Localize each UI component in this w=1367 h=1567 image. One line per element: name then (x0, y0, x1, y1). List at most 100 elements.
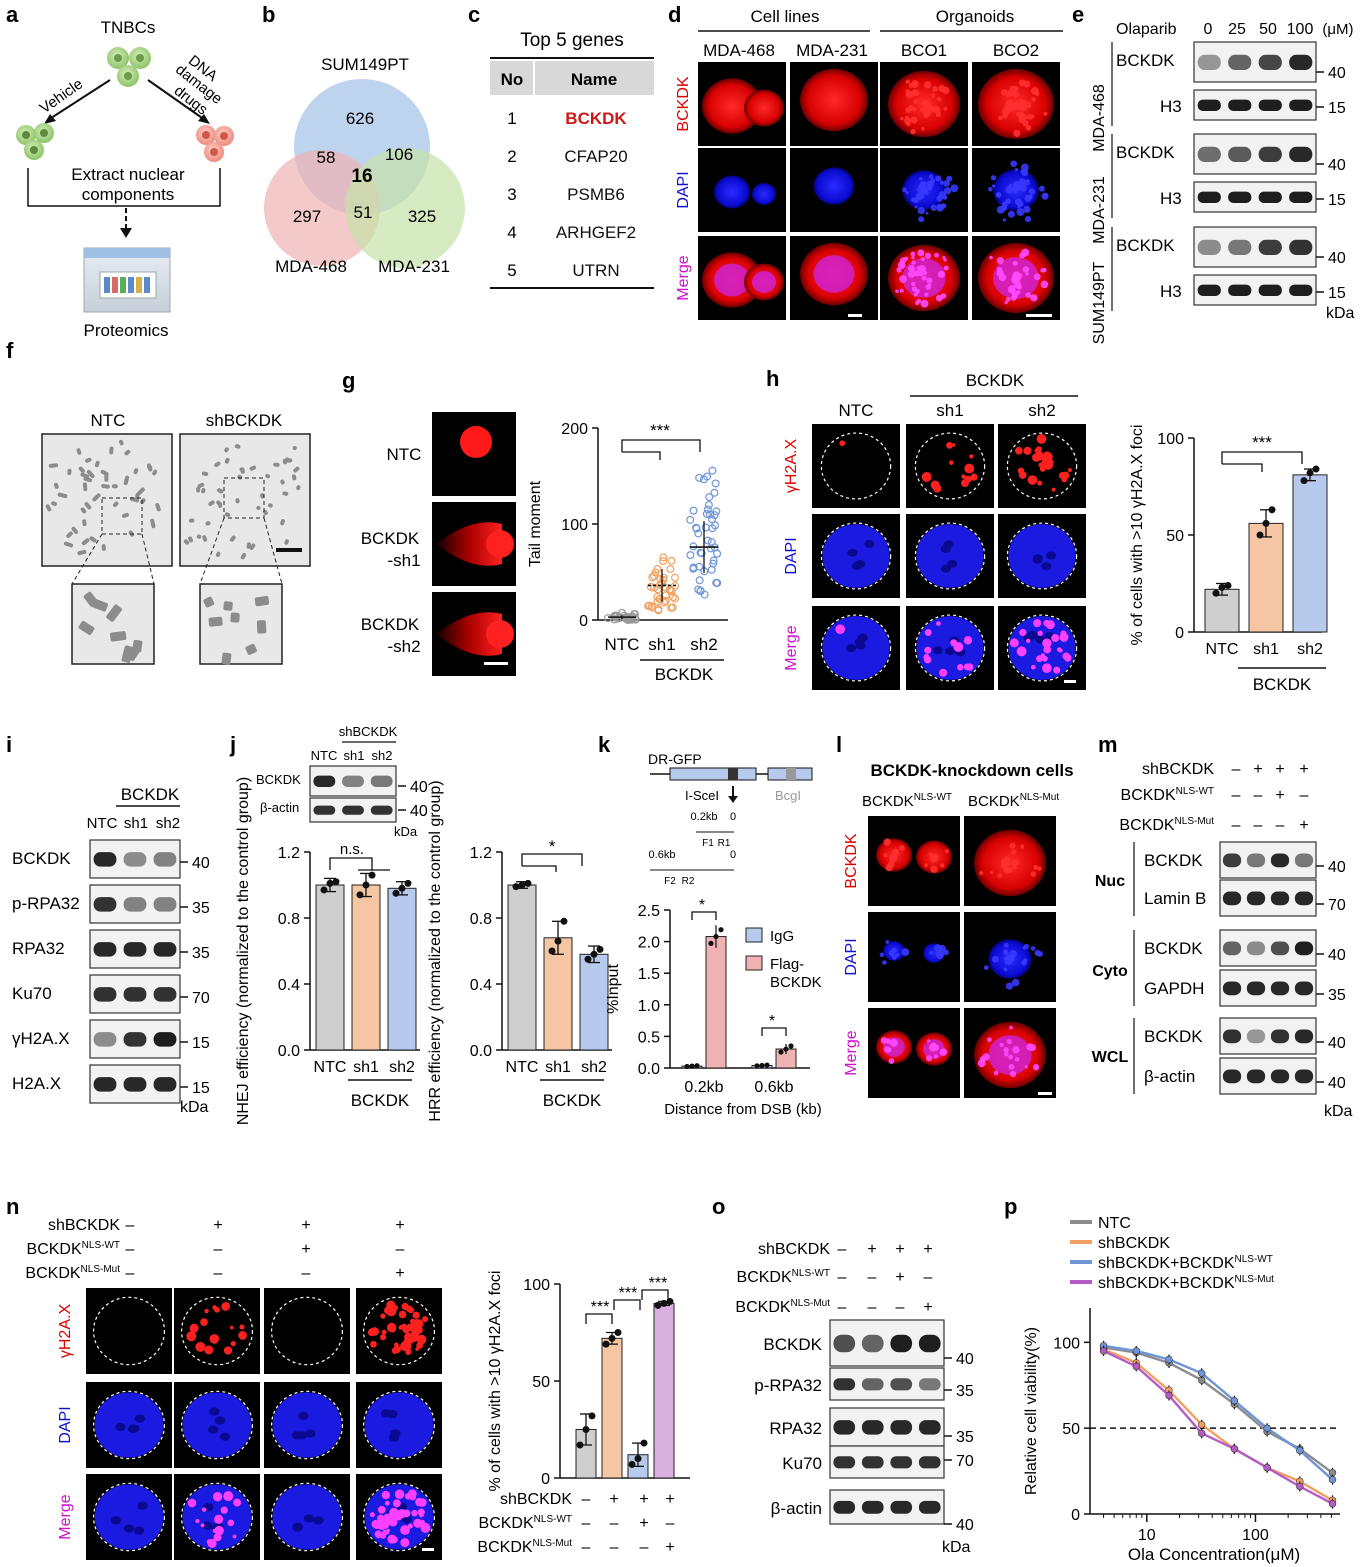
data-point (326, 879, 334, 887)
condition-mark: – (1232, 787, 1241, 804)
blot-strip (89, 1064, 181, 1104)
micrograph-tile (812, 424, 900, 508)
band-label: GAPDH (1144, 979, 1204, 998)
row-label: -sh1 (387, 551, 420, 570)
blot-band (1294, 1069, 1314, 1084)
sig-label: *** (1252, 433, 1272, 452)
y-tick-label: 100 (523, 1277, 550, 1294)
col-label: BCKDKNLS-Mut (968, 792, 1059, 810)
data-point (783, 1046, 789, 1052)
metaphase-image (41, 433, 173, 567)
band-label: BCKDK (763, 1335, 822, 1354)
bar (653, 1302, 675, 1479)
band-label: BCKDK (1144, 939, 1203, 958)
micrograph-tile (906, 514, 994, 598)
cell-line-label: MDA-231 (1091, 176, 1108, 244)
y-tick-label: 1.2 (470, 845, 492, 862)
condition-matrix: shBCKDK–+++BCKDKNLS-WT––+–BCKDKNLS-Mut––… (1119, 761, 1308, 834)
blot-band (1228, 239, 1252, 255)
blot-band (1197, 284, 1221, 296)
data-point (689, 506, 698, 515)
marker-label: 15 (192, 1035, 210, 1052)
data-point (608, 1334, 616, 1342)
data-point (392, 889, 400, 897)
data-point (701, 523, 710, 532)
data-point (778, 1049, 784, 1055)
condition-label: shBCKDK (48, 1217, 120, 1234)
condition-mark: – (302, 1265, 311, 1282)
blot-strip (1219, 929, 1317, 967)
unit-label: (μM) (1322, 21, 1353, 38)
y-tick-label: 50 (1166, 528, 1184, 545)
series-line (1103, 1349, 1334, 1505)
condition-mark: – (582, 1515, 591, 1532)
blot-band (861, 1456, 884, 1469)
condition-mark: + (639, 1515, 648, 1532)
panel-letter: a (6, 2, 19, 27)
condition-mark: + (665, 1491, 674, 1508)
blot-strip (89, 974, 181, 1014)
row-label: DAPI (675, 171, 692, 208)
blot-strip (829, 1319, 945, 1367)
micrograph-tile (356, 1382, 442, 1468)
data-point (614, 1329, 622, 1336)
micrograph-tile (880, 148, 968, 232)
primer-f1: F1 (702, 838, 714, 849)
blot-strip (1219, 1057, 1317, 1095)
legend-label: NTC (1098, 1215, 1131, 1232)
data-point (710, 511, 719, 520)
marker-label: 70 (1328, 897, 1346, 914)
bar (579, 953, 609, 1051)
data-point (686, 551, 695, 560)
tnbc-cell-cluster-icon (107, 47, 151, 87)
h3-blot (1193, 181, 1317, 213)
band-label: BCKDK (1116, 143, 1175, 162)
col-label: sh1 (936, 401, 963, 420)
blot-band (861, 1334, 884, 1353)
metaphase-image (179, 433, 311, 567)
panel-letter: m (1098, 732, 1118, 757)
blot-band (1294, 981, 1314, 996)
y-tick-label: 0.4 (278, 977, 300, 994)
panel-letter: f (6, 338, 14, 363)
bar (315, 884, 345, 1051)
panel-letter: e (1072, 2, 1084, 27)
condition-mark: – (1254, 787, 1263, 804)
blot-band (1294, 941, 1314, 956)
data-point (1263, 1463, 1271, 1472)
data-point (1197, 1429, 1206, 1438)
primer-r1: R1 (718, 838, 731, 849)
y-tick-label: 0.5 (638, 1029, 660, 1046)
y-tick-label: 0 (1071, 1507, 1080, 1524)
kda-label: kDa (394, 824, 418, 839)
blot-band (1228, 54, 1252, 70)
h3-blot (1193, 274, 1317, 306)
band-label: BCKDK (256, 772, 301, 787)
legend-label: BCKDK (770, 974, 822, 991)
micrograph-tile (174, 1382, 260, 1468)
marker-label: 40 (410, 803, 428, 820)
dose-label: 50 (1259, 21, 1277, 38)
blot-band (1270, 1069, 1290, 1084)
sig-label: *** (650, 421, 670, 440)
legend-label: shBCKDK (1098, 1235, 1170, 1252)
condition-label: shBCKDK (1142, 761, 1214, 778)
blot-band (1228, 146, 1252, 162)
blot-band (833, 1500, 856, 1514)
row-label: BCKDK (361, 529, 420, 548)
kda-label: kDa (942, 1539, 971, 1556)
tnbc-label: TNBCs (101, 18, 156, 37)
row-label: BCKDK (361, 615, 420, 634)
condition-matrix-chart: shBCKDK–+++BCKDKNLS-WT––+–BCKDKNLS-Mut––… (477, 1491, 674, 1556)
data-point (590, 950, 598, 958)
bar (601, 1337, 623, 1479)
panel-letter: k (598, 732, 611, 757)
primer-r2: R2 (682, 876, 695, 887)
